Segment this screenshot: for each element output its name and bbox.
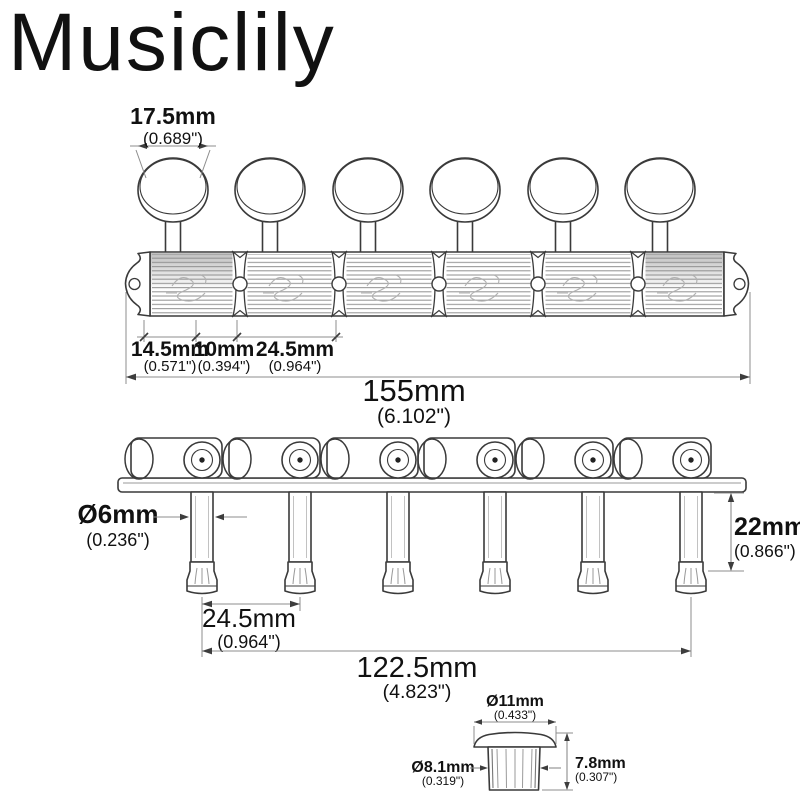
bushing-detail: Ø11mm (0.433") Ø8.1mm (0.319") 7.8mm (0.… xyxy=(411,693,626,791)
dim-post-spacing-mm: 24.5mm xyxy=(202,603,296,633)
side-plate-bar xyxy=(117,477,747,493)
dim-first-to-last-post: 122.5mm (4.823") xyxy=(201,597,692,703)
dim-post-diameter-inch: (0.236") xyxy=(86,530,149,550)
side-view: Ø6mm (0.236") 22mm (0.866") xyxy=(78,437,800,703)
dim-post-diameter-mm: Ø6mm xyxy=(78,499,159,529)
dim-screw-spacing-inch: (0.964") xyxy=(269,358,322,375)
dim-post-height-mm: 22mm xyxy=(734,513,800,541)
plate-end-hole-right xyxy=(733,277,746,291)
dim-edge-to-post-inch: (0.571") xyxy=(144,358,197,375)
dim-bushing-height-inch: (0.307") xyxy=(575,770,617,784)
dim-bushing-head-inch: (0.433") xyxy=(494,708,536,722)
tuner-buttons-row xyxy=(137,157,696,255)
dim-screw-spacing-mm: 24.5mm xyxy=(256,338,334,361)
dim-plate-length-inch: (6.102") xyxy=(377,405,451,428)
bushing-head xyxy=(473,731,557,748)
dim-knob-width-mm: 17.5mm xyxy=(130,103,216,129)
mounting-plate xyxy=(124,250,750,318)
dim-post-height-inch: (0.866") xyxy=(734,541,796,561)
dim-bushing-barrel-mm: Ø8.1mm xyxy=(411,759,474,776)
dim-bushing-head-mm: Ø11mm xyxy=(486,693,544,710)
top-view: 17.5mm (0.689") 14.5mm (0.571") 10mm (0.… xyxy=(124,103,751,428)
dim-knob-width-inch: (0.689") xyxy=(143,129,203,148)
dim-first-to-last-inch: (4.823") xyxy=(383,681,452,703)
bushing-knurls xyxy=(496,748,533,789)
dim-post-height: 22mm (0.866") xyxy=(708,492,800,572)
dim-post-spacing: 24.5mm (0.964") xyxy=(201,597,301,652)
dim-bushing-barrel-inch: (0.319") xyxy=(422,774,464,788)
dim-bushing-head-diameter: Ø11mm (0.433") xyxy=(473,693,557,744)
dim-post-to-screw-inch: (0.394") xyxy=(198,358,251,375)
dim-bushing-height: 7.8mm (0.307") xyxy=(542,732,626,791)
dim-knob-width: 17.5mm (0.689") xyxy=(130,103,216,179)
dim-plate-length: 155mm (6.102") xyxy=(125,292,751,428)
brand-logo: Musiclily xyxy=(8,0,336,88)
dim-edge-to-post-mm: 14.5mm xyxy=(131,338,209,361)
dim-plate-length-mm: 155mm xyxy=(362,373,465,408)
dim-bushing-height-mm: 7.8mm xyxy=(575,755,626,772)
dim-post-to-screw-mm: 10mm xyxy=(194,338,255,361)
dim-first-to-last-mm: 122.5mm xyxy=(357,652,478,684)
dim-post-diameter: Ø6mm (0.236") xyxy=(78,499,247,550)
plate-end-hole-left xyxy=(128,277,141,291)
dim-bushing-barrel-diameter: Ø8.1mm (0.319") xyxy=(411,759,561,788)
bushing-barrel xyxy=(487,746,541,791)
dim-plate-sub-spacings: 14.5mm (0.571") 10mm (0.394") 24.5mm (0.… xyxy=(131,320,343,375)
dim-post-spacing-inch: (0.964") xyxy=(217,632,280,652)
